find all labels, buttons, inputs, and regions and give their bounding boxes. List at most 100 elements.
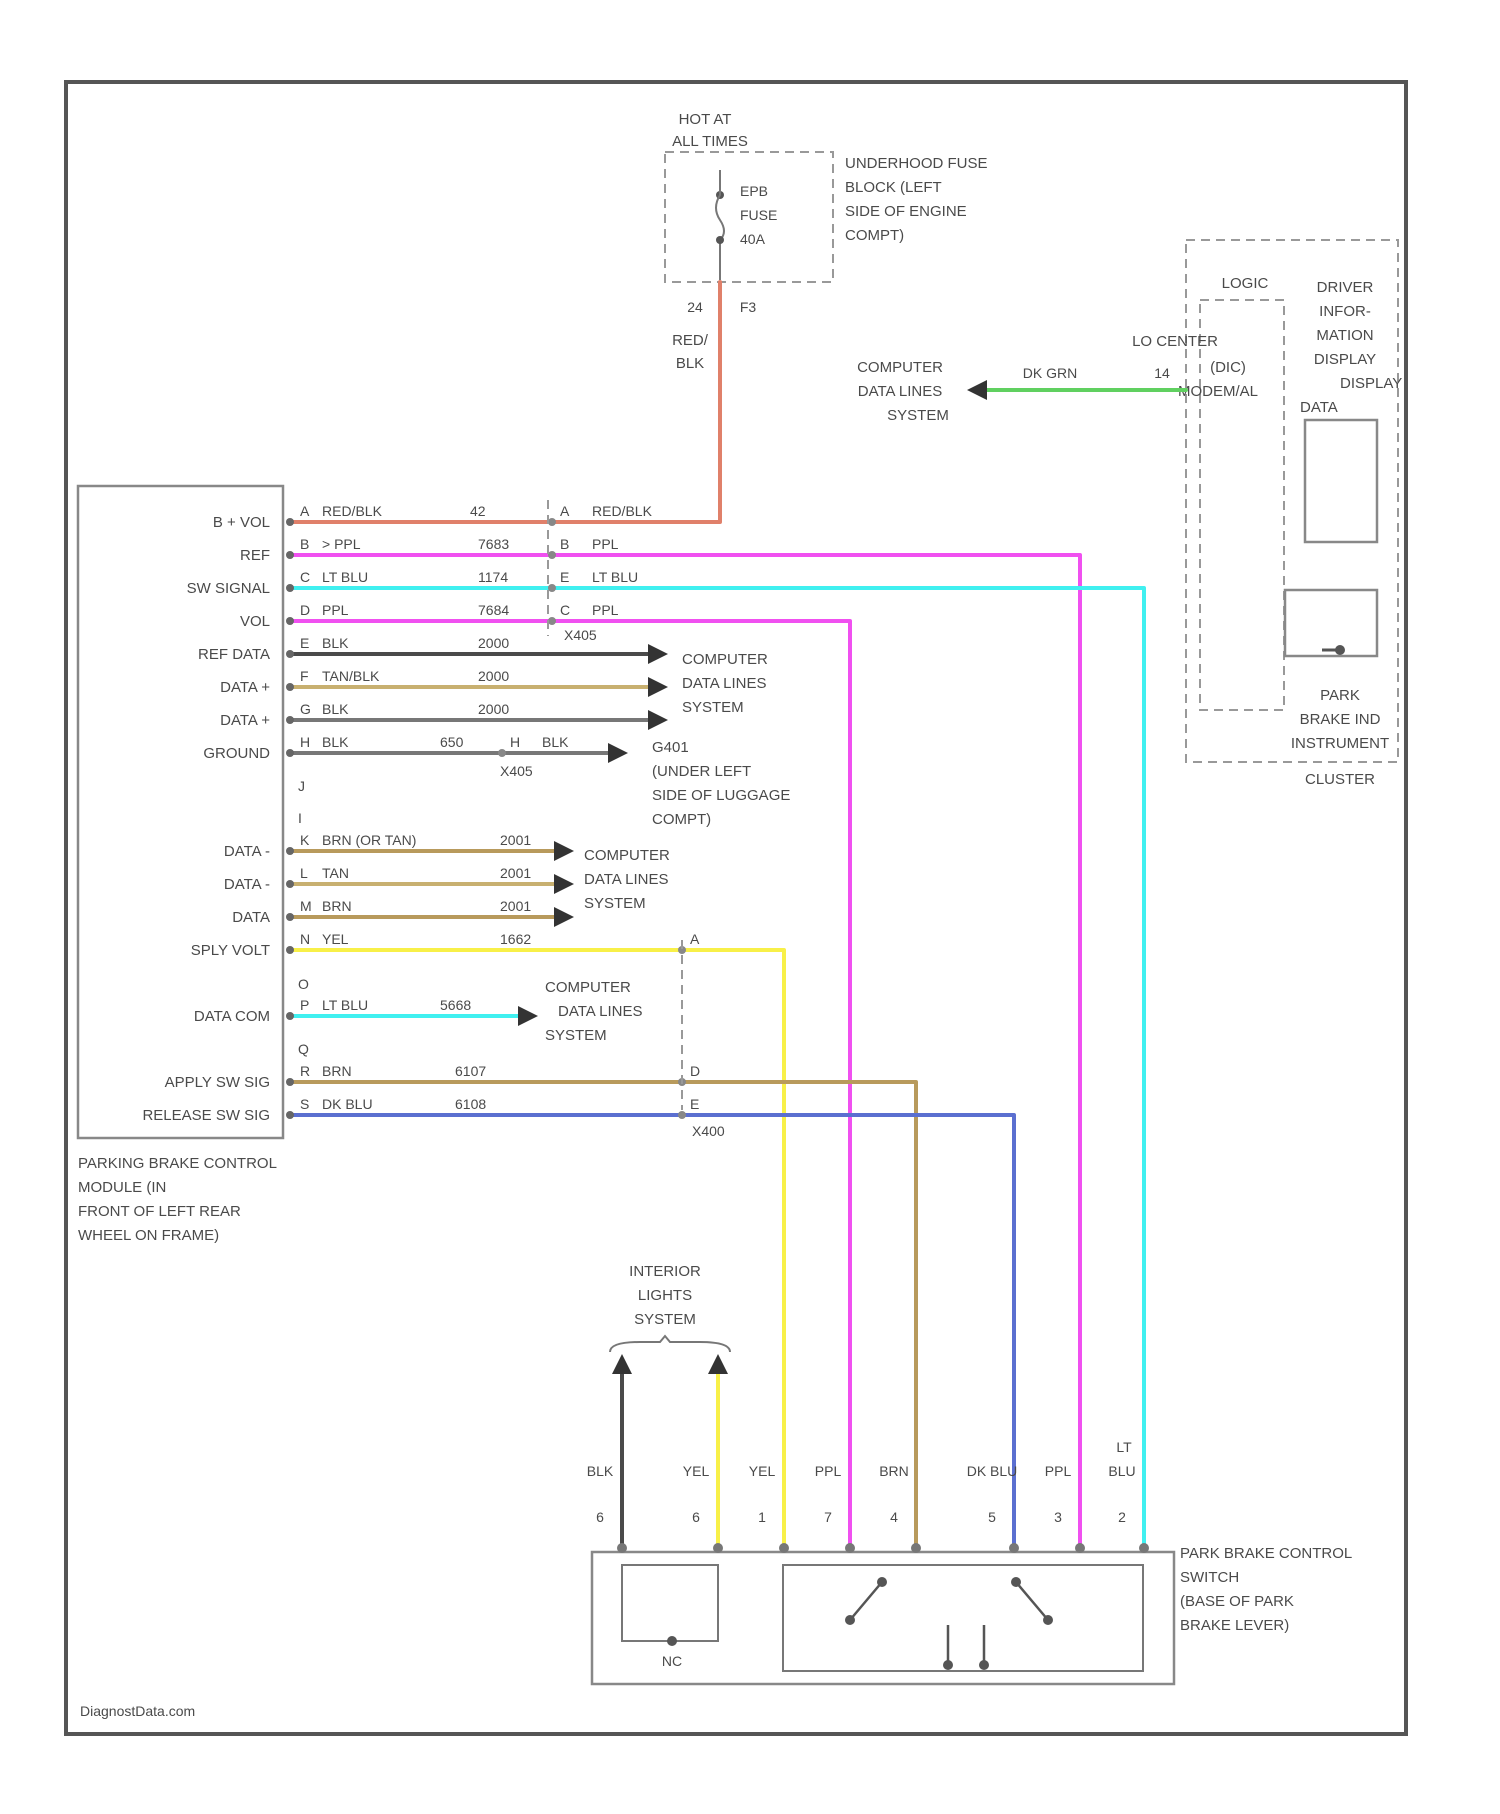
module-wire-color: LT BLU <box>322 569 368 585</box>
computer-label-a2: DATA LINES <box>682 675 766 692</box>
module-pin-terminal <box>286 518 294 526</box>
park-brake-control-switch: NC PARK BRAKE CONTROL SWITCH (BASE OF PA… <box>592 1545 1352 1684</box>
module-pin-label: DATA + <box>220 679 270 696</box>
module-circuit-number: 6107 <box>455 1063 486 1079</box>
cluster-dim-label-3: MATION <box>1316 327 1373 344</box>
module-pin-letter: M <box>300 898 312 914</box>
fuse-box-label-4: COMPT) <box>845 227 904 244</box>
module-pin-terminal <box>286 683 294 691</box>
diagram-frame <box>66 82 1406 1734</box>
module-pin-terminal <box>286 1012 294 1020</box>
module-empty-pin: Q <box>298 1041 309 1057</box>
module-circuit-number: 2001 <box>500 832 531 848</box>
connector-pin-icon <box>548 584 556 592</box>
cluster-wire-color: DK GRN <box>1023 365 1077 381</box>
computer-label-c3: SYSTEM <box>545 1027 607 1044</box>
module-wire-color: > PPL <box>322 536 361 552</box>
module-wire-color: BRN <box>322 898 352 914</box>
computer-label-a3: SYSTEM <box>682 699 744 716</box>
module-pin-terminal <box>286 716 294 724</box>
hot-at-label: HOT AT <box>679 111 732 128</box>
module-circuit-number: 7684 <box>478 602 509 618</box>
module-pin-label: VOL <box>240 613 270 630</box>
footer-watermark: DiagnostData.com <box>80 1703 195 1719</box>
connector-pin-icon <box>498 749 506 757</box>
computer-labels-3: COMPUTER DATA LINES SYSTEM <box>545 979 642 1044</box>
module-wire-color: BLK <box>322 734 349 750</box>
ground-label-3: SIDE OF LUGGAGE <box>652 787 790 804</box>
cluster-display-box <box>1305 420 1377 542</box>
switch-mid-dot-1 <box>943 1660 953 1670</box>
module-pin-label: DATA - <box>224 876 270 893</box>
module-wire-color: YEL <box>322 931 349 947</box>
fuse-box-label-1: UNDERHOOD FUSE <box>845 155 988 172</box>
switch-contact-left-icon <box>850 1582 882 1620</box>
module-pin-label: SW SIGNAL <box>187 580 270 597</box>
module-wire-color: RED/BLK <box>322 503 383 519</box>
module-pin-letter: E <box>300 635 309 651</box>
module-pin-label: DATA + <box>220 712 270 729</box>
module-pin-label: APPLY SW SIG <box>165 1074 270 1091</box>
connector-pin-letter: E <box>560 569 569 585</box>
fuse-box-label-2: BLOCK (LEFT <box>845 179 942 196</box>
switch-pin-number: 6 <box>596 1509 604 1525</box>
fuse-block: HOT AT ALL TIMES EPB FUSE 40A UNDERHOOD … <box>665 111 988 372</box>
cluster-name-2: CLUSTER <box>1305 771 1375 788</box>
park-brake-lamp-dot <box>1335 645 1345 655</box>
ground-label-4: COMPT) <box>652 811 711 828</box>
switch-wire-color: LT <box>1116 1439 1132 1455</box>
cluster-dim-label-1: DRIVER <box>1317 279 1374 296</box>
module-pin-terminal <box>286 880 294 888</box>
switch-pin-number: 6 <box>692 1509 700 1525</box>
switch-contact-left-dot <box>877 1577 887 1587</box>
fuse-pin-left: 24 <box>687 299 703 315</box>
module-pin-terminal <box>286 847 294 855</box>
module-circuit-number: 2000 <box>478 701 509 717</box>
module-wire-color: BRN (OR TAN) <box>322 832 416 848</box>
module-pin-label: DATA <box>232 909 270 926</box>
cluster-data-label: DATA <box>1300 399 1338 416</box>
cluster-center-label-1: LO CENTER <box>1132 333 1218 350</box>
connector-pin-letter: H <box>510 734 520 750</box>
connector-pin-icon <box>678 1111 686 1119</box>
module-pin-letter: N <box>300 931 310 947</box>
cluster-center-label-3: MODEM/AL <box>1178 383 1258 400</box>
interior-label-2: LIGHTS <box>638 1287 692 1304</box>
switch-pin-number: 3 <box>1054 1509 1062 1525</box>
module-pin-letter: F <box>300 668 309 684</box>
cluster-computer-label-1: COMPUTER <box>857 359 943 376</box>
switch-mid-dot-2 <box>979 1660 989 1670</box>
module-empty-pin: O <box>298 976 309 992</box>
switch-wire-color: PPL <box>1045 1463 1072 1479</box>
module-pin-terminal <box>286 913 294 921</box>
module-circuit-number: 5668 <box>440 997 471 1013</box>
connector-pin-icon <box>548 551 556 559</box>
cluster-pin: 14 <box>1154 365 1170 381</box>
switch-pin-number: 2 <box>1118 1509 1126 1525</box>
connector-pin-letter: E <box>690 1096 699 1112</box>
module-pin-letter: B <box>300 536 309 552</box>
switch-pin-terminal <box>617 1543 627 1553</box>
cluster-name-1: INSTRUMENT <box>1291 735 1389 752</box>
module-empty-pin: I <box>298 810 302 826</box>
module-pin-letter: D <box>300 602 310 618</box>
switch-pin-terminal <box>1075 1543 1085 1553</box>
module-name-4: WHEEL ON FRAME) <box>78 1227 219 1244</box>
park-brake-label-1: PARK <box>1320 687 1360 704</box>
switch-lamp-icon <box>667 1636 677 1646</box>
switch-mid-contacts-icon <box>948 1625 984 1665</box>
wire-n <box>290 950 784 1545</box>
switch-contact-right-dot <box>1011 1577 1021 1587</box>
module-pin-label: GROUND <box>203 745 270 762</box>
module-circuit-number: 2001 <box>500 898 531 914</box>
cluster-logic-label: LOGIC <box>1222 275 1269 292</box>
switch-wire-color: YEL <box>749 1463 776 1479</box>
module-pin-terminal <box>286 749 294 757</box>
connector-pin-letter: A <box>690 931 700 947</box>
module-circuit-number: 6108 <box>455 1096 486 1112</box>
module-pin-label: SPLY VOLT <box>191 942 270 959</box>
ground-label-1: G401 <box>652 739 689 756</box>
ground-label-2: (UNDER LEFT <box>652 763 751 780</box>
